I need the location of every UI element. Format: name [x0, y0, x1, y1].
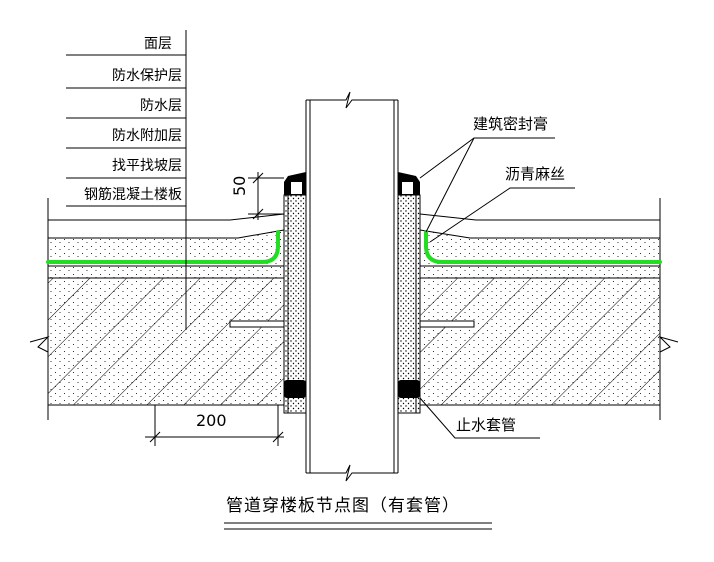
- water-stop-sleeve: [283, 194, 421, 414]
- layer-leader-lines: [66, 30, 187, 330]
- callout-leaders: [419, 137, 575, 439]
- dimension-width: 200: [196, 411, 227, 430]
- concrete-slab-left: [48, 278, 284, 405]
- dimension-lines: [145, 172, 284, 446]
- water-stop-flange: [229, 320, 475, 328]
- pipe: [305, 91, 399, 482]
- dimension-height: 50: [230, 175, 249, 196]
- layer-label-slab: 钢筋混凝土楼板: [84, 187, 182, 203]
- layer-label-surface: 面层: [144, 36, 172, 52]
- layer-label-additional: 防水附加层: [112, 128, 182, 144]
- layer-label-waterproof: 防水层: [140, 98, 182, 114]
- layer-label-protection: 防水保护层: [112, 68, 182, 84]
- title-underline: [224, 522, 492, 530]
- waterproof-membrane: [46, 230, 662, 264]
- drawing-title: 管道穿楼板节点图（有套管）: [226, 496, 460, 516]
- callout-sleeve: 止水套管: [456, 416, 517, 434]
- screed-layer: [48, 213, 660, 278]
- callout-hemp: 沥青麻丝: [505, 165, 566, 183]
- layer-label-screed: 找平找坡层: [112, 158, 182, 174]
- callout-sealant: 建筑密封膏: [473, 115, 549, 133]
- concrete-slab-right: [420, 278, 660, 405]
- sealant-blocks: [284, 172, 420, 398]
